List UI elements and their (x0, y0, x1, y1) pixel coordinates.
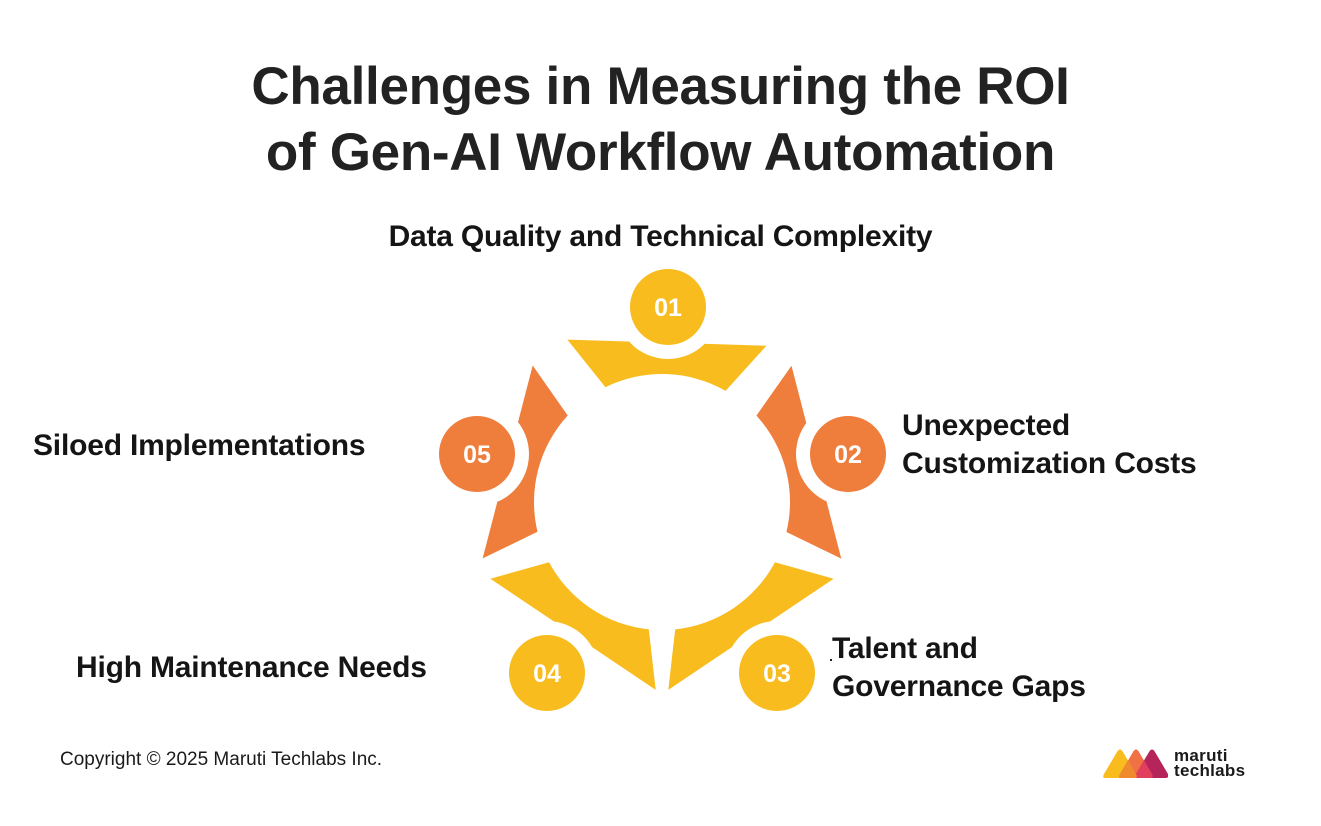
number-badge-01: 01 (630, 269, 706, 345)
challenge-label-03-line-2: Governance Gaps (832, 670, 1086, 703)
challenge-label-02-line-1: Unexpected (902, 409, 1071, 442)
badge-circle (630, 269, 706, 345)
challenge-label-05-text: Siloed Implementations (33, 429, 366, 462)
title-line-1: Challenges in Measuring the ROI (251, 57, 1070, 116)
badge-number: 04 (533, 660, 561, 688)
page-title: Challenges in Measuring the ROI of Gen-A… (0, 54, 1321, 186)
logo-line-2: techlabs (1174, 761, 1246, 780)
challenge-label-01-text: Data Quality and Technical Complexity (388, 220, 933, 253)
challenge-label-03: Talent and Governance Gaps (832, 630, 1086, 706)
logo-line-1: maruti (1174, 746, 1228, 765)
logo-wordmark: maruti techlabs (1174, 746, 1246, 780)
number-badge-02: 02 (810, 416, 886, 492)
ring-segment-03 (668, 562, 834, 690)
three-peaks-logo-icon (1103, 749, 1169, 778)
number-badges: 01 02 03 04 05 (439, 269, 886, 711)
badge-number: 01 (654, 294, 682, 322)
badge-circle (509, 635, 585, 711)
title-line-2: of Gen-AI Workflow Automation (265, 123, 1056, 182)
ring-segment-04 (490, 562, 656, 690)
badge-number: 02 (834, 441, 862, 469)
challenge-label-05: Siloed Implementations (33, 427, 366, 465)
badge-number: 03 (763, 660, 791, 688)
badge-circle (739, 635, 815, 711)
ring-segment-01 (567, 339, 767, 391)
challenge-label-03-line-1: Talent and (832, 632, 978, 665)
badge-number: 05 (463, 441, 491, 469)
challenge-label-02: Unexpected Customization Costs (902, 407, 1197, 483)
badge-circle (439, 416, 515, 492)
copyright-text: Copyright © 2025 Maruti Techlabs Inc. (60, 749, 383, 770)
stray-dot (830, 659, 832, 661)
number-badge-05: 05 (439, 416, 515, 492)
number-badge-04: 04 (509, 635, 585, 711)
maruti-techlabs-logo: maruti techlabs (1102, 746, 1272, 786)
number-badge-03: 03 (739, 635, 815, 711)
challenge-label-04: High Maintenance Needs (76, 649, 427, 687)
challenge-label-02-line-2: Customization Costs (902, 447, 1197, 480)
challenge-label-04-text: High Maintenance Needs (76, 651, 427, 684)
badge-circle (810, 416, 886, 492)
challenge-label-01: Data Quality and Technical Complexity (0, 218, 1321, 256)
